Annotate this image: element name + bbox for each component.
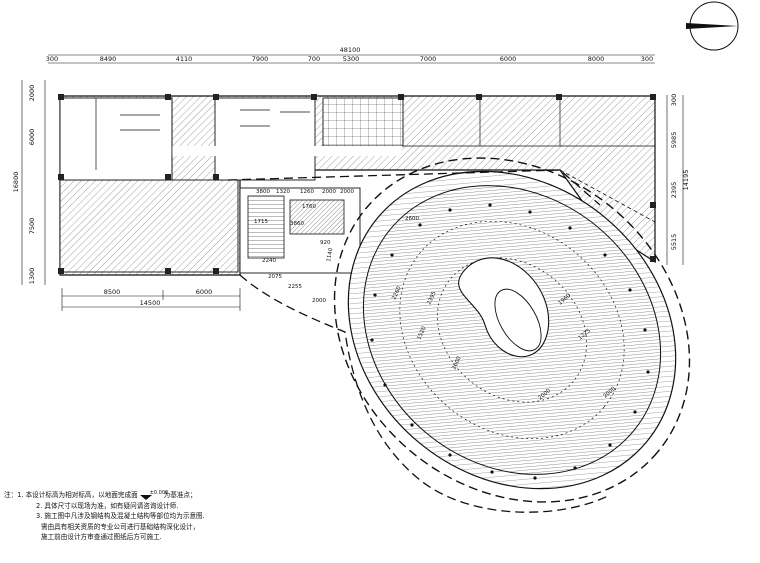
svg-text:2000: 2000 bbox=[340, 189, 354, 195]
right-dimension-chain bbox=[666, 95, 684, 265]
svg-text:8490: 8490 bbox=[100, 55, 117, 63]
svg-text:1520: 1520 bbox=[416, 325, 428, 341]
svg-text:1300: 1300 bbox=[28, 268, 36, 285]
oval-hall bbox=[333, 157, 691, 503]
svg-text:2240: 2240 bbox=[262, 258, 276, 264]
notes-prefix: 注： bbox=[4, 491, 18, 499]
svg-text:7000: 7000 bbox=[420, 55, 437, 63]
svg-text:14500: 14500 bbox=[140, 299, 161, 307]
svg-text:1760: 1760 bbox=[302, 204, 316, 210]
overall-width-label: 48100 bbox=[340, 46, 361, 54]
svg-text:2395: 2395 bbox=[670, 182, 678, 199]
note-line-2: 2. 具体尺寸以现场为准，如有疑问请咨询设计师. bbox=[36, 501, 179, 510]
left-dimension-chain bbox=[21, 80, 46, 285]
svg-text:3800: 3800 bbox=[256, 189, 270, 195]
note-line-3: 3. 施工图中凡涉及钢结构及混凝土结构等部位均为示意图. bbox=[36, 512, 205, 521]
svg-text:2075: 2075 bbox=[268, 274, 282, 280]
svg-text:2255: 2255 bbox=[288, 284, 302, 290]
svg-text:2000: 2000 bbox=[312, 298, 326, 304]
svg-text:7500: 7500 bbox=[28, 218, 36, 235]
svg-text:5515: 5515 bbox=[670, 234, 678, 251]
svg-text:300: 300 bbox=[641, 55, 653, 63]
outer-boundary-line bbox=[239, 274, 611, 513]
svg-text:16800: 16800 bbox=[12, 172, 20, 193]
note-line-4: 需由具有相关资质的专业公司进行基础结构深化设计， bbox=[41, 522, 200, 531]
svg-text:300: 300 bbox=[46, 55, 58, 63]
svg-text:7900: 7900 bbox=[252, 55, 269, 63]
svg-text:2000: 2000 bbox=[322, 189, 336, 195]
svg-text:920: 920 bbox=[320, 240, 331, 246]
svg-text:4110: 4110 bbox=[176, 55, 193, 63]
svg-text:2260: 2260 bbox=[391, 285, 403, 301]
svg-text:5300: 5300 bbox=[343, 55, 360, 63]
svg-text:1320: 1320 bbox=[276, 189, 290, 195]
svg-text:2000: 2000 bbox=[451, 355, 463, 371]
top-dimension-chain bbox=[48, 54, 655, 64]
svg-text:1715: 1715 bbox=[254, 219, 268, 225]
svg-text:8000: 8000 bbox=[588, 55, 605, 63]
svg-text:14195: 14195 bbox=[682, 170, 690, 191]
north-arrow-icon bbox=[686, 1, 739, 51]
dimension-labels: 48100 300 8490 4110 7900 700 5300 7000 6… bbox=[12, 46, 690, 307]
level-mark-label: ±0.000 bbox=[149, 489, 169, 496]
svg-text:8500: 8500 bbox=[104, 288, 121, 296]
level-marker-icon: ±0.000 bbox=[138, 490, 168, 500]
svg-text:3860: 3860 bbox=[290, 221, 304, 227]
svg-text:1260: 1260 bbox=[300, 189, 314, 195]
svg-text:2395: 2395 bbox=[426, 290, 438, 306]
note-1-text: 1. 本设计标高为相对标高，以地面完成面 bbox=[17, 491, 138, 499]
svg-text:6000: 6000 bbox=[196, 288, 213, 296]
svg-text:6000: 6000 bbox=[500, 55, 517, 63]
svg-text:5985: 5985 bbox=[670, 132, 678, 149]
bottom-dimension-chain bbox=[61, 288, 241, 311]
svg-text:1140: 1140 bbox=[326, 247, 334, 262]
svg-text:700: 700 bbox=[308, 55, 320, 63]
svg-text:2000: 2000 bbox=[28, 85, 36, 102]
note-line-5: 施工前由设计方审查通过图纸后方可施工. bbox=[41, 533, 162, 542]
building-outline bbox=[58, 94, 656, 276]
svg-text:6000: 6000 bbox=[28, 129, 36, 146]
outer-boundary-line-north bbox=[227, 169, 601, 206]
svg-text:300: 300 bbox=[670, 94, 678, 106]
note-1-suffix: 为基准点； bbox=[163, 491, 197, 499]
svg-text:2600: 2600 bbox=[405, 216, 419, 222]
